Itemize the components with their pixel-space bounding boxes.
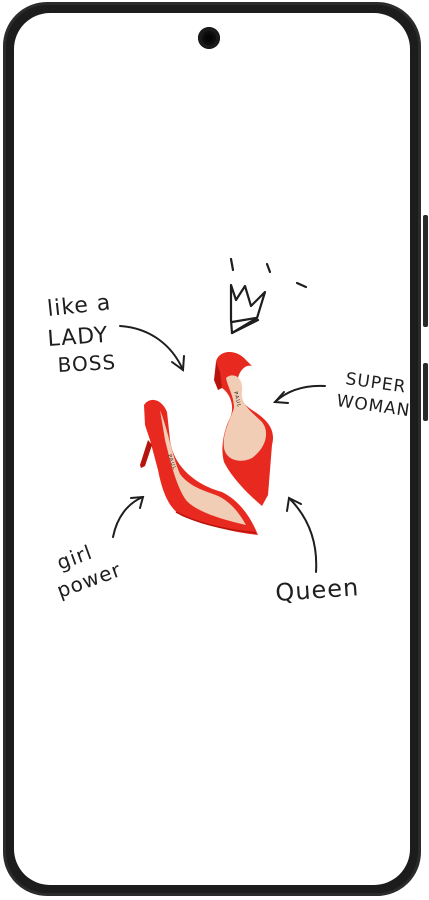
phone-frame (3, 2, 421, 896)
front-camera (198, 27, 220, 49)
power-button (423, 363, 428, 421)
home-screen (14, 13, 410, 885)
volume-button (423, 215, 428, 327)
